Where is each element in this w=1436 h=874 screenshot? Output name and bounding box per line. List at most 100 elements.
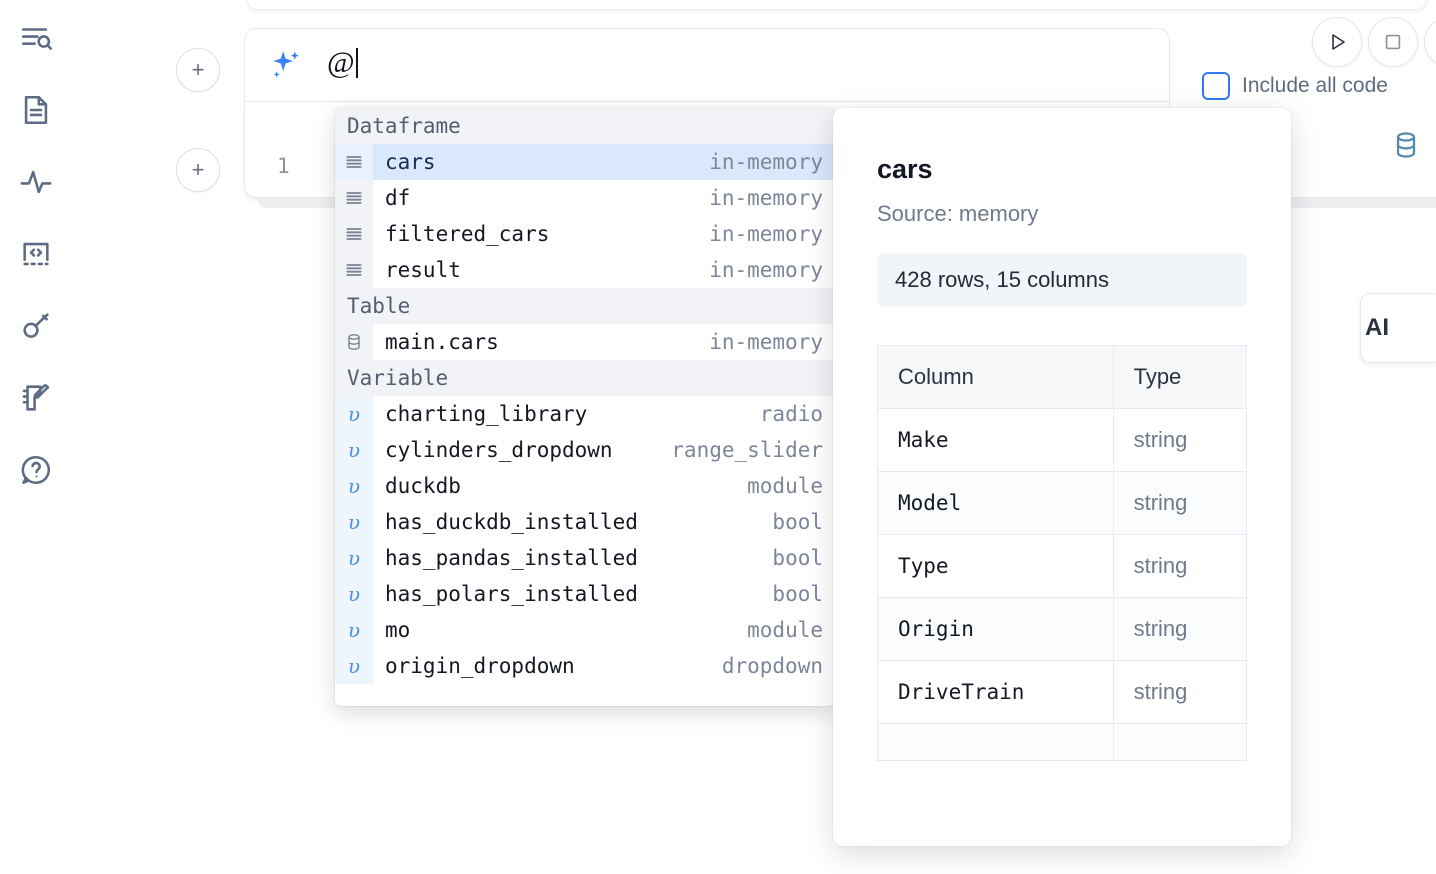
autocomplete-item-type: bool	[772, 510, 823, 534]
doc-column-type: string	[1112, 534, 1248, 598]
left-icon-rail	[0, 0, 72, 874]
plus-icon: +	[191, 57, 205, 82]
autocomplete-item-name: main.cars	[385, 330, 499, 354]
autocomplete-item[interactable]: df in-memory	[335, 180, 835, 216]
ai-prompt-input[interactable]: @	[327, 46, 358, 80]
help-icon[interactable]	[14, 448, 58, 492]
doc-column-type: string	[1112, 471, 1248, 535]
document-icon[interactable]	[14, 88, 58, 132]
dataframe-icon	[335, 144, 373, 180]
autocomplete-item-name: result	[385, 258, 461, 282]
ai-prompt-bar[interactable]: @	[244, 28, 1170, 102]
dataframe-icon	[335, 252, 373, 288]
autocomplete-group-header: Variable	[335, 360, 835, 396]
variable-icon: υ	[335, 432, 373, 468]
autocomplete-item-type: bool	[772, 582, 823, 606]
include-all-code-checkbox[interactable]	[1202, 72, 1230, 100]
variable-icon: υ	[335, 468, 373, 504]
variable-icon: υ	[335, 504, 373, 540]
completion-documentation-panel: cars Source: memory 428 rows, 15 columns…	[833, 108, 1291, 846]
autocomplete-group-header: Table	[335, 288, 835, 324]
dataframe-icon	[335, 216, 373, 252]
doc-column-type	[1112, 723, 1248, 761]
doc-shape-badge: 428 rows, 15 columns	[877, 253, 1247, 307]
activity-icon[interactable]	[14, 160, 58, 204]
text-caret	[355, 48, 358, 78]
doc-column-name	[877, 723, 1114, 761]
add-cell-button-bottom[interactable]: +	[176, 148, 220, 192]
autocomplete-item[interactable]: result in-memory	[335, 252, 835, 288]
autocomplete-item-type: in-memory	[709, 150, 823, 174]
plus-icon: +	[191, 157, 205, 182]
include-all-code-row[interactable]: Include all code	[1202, 72, 1388, 100]
autocomplete-item[interactable]: υ cylinders_dropdown range_slider	[335, 432, 835, 468]
autocomplete-item-name: cars	[385, 150, 436, 174]
cell-badges: M↓	[1391, 130, 1436, 165]
variable-icon: υ	[335, 540, 373, 576]
dataframe-icon	[335, 180, 373, 216]
run-button[interactable]	[1312, 17, 1362, 67]
autocomplete-item-type: module	[747, 474, 823, 498]
autocomplete-item-type: in-memory	[709, 186, 823, 210]
variable-icon: υ	[335, 396, 373, 432]
autocomplete-group-header: Dataframe	[335, 108, 835, 144]
sparkle-icon	[269, 48, 303, 82]
autocomplete-item[interactable]: filtered_cars in-memory	[335, 216, 835, 252]
doc-column-name: Type	[877, 534, 1114, 598]
table-icon	[335, 324, 373, 360]
doc-table-row-clipped	[877, 723, 1248, 761]
autocomplete-item[interactable]: cars in-memory	[335, 144, 835, 180]
autocomplete-item-name: cylinders_dropdown	[385, 438, 613, 462]
include-all-code-label: Include all code	[1242, 74, 1388, 97]
doc-column-type: string	[1112, 597, 1248, 661]
autocomplete-item-name: charting_library	[385, 402, 588, 426]
doc-column-name: Make	[877, 408, 1114, 472]
stop-button[interactable]	[1368, 17, 1418, 67]
key-icon[interactable]	[14, 304, 58, 348]
line-number: 1	[277, 154, 290, 178]
doc-table-header-cell: Type	[1112, 345, 1248, 409]
doc-column-type: string	[1112, 408, 1248, 472]
autocomplete-item-type: in-memory	[709, 222, 823, 246]
autocomplete-item-type: in-memory	[709, 330, 823, 354]
autocomplete-item-type: in-memory	[709, 258, 823, 282]
autocomplete-item[interactable]: main.cars in-memory	[335, 324, 835, 360]
doc-title: cars	[877, 154, 933, 184]
autocomplete-item-type: module	[747, 618, 823, 642]
variable-icon: υ	[335, 612, 373, 648]
autocomplete-item-name: filtered_cars	[385, 222, 550, 246]
with-ai-label: AI	[1365, 314, 1389, 341]
with-ai-button[interactable]: AI	[1360, 293, 1436, 363]
autocomplete-item[interactable]: υ has_pandas_installed bool	[335, 540, 835, 576]
autocomplete-item-type: bool	[772, 546, 823, 570]
doc-column-name: Origin	[877, 597, 1114, 661]
notebook-edit-icon[interactable]	[14, 376, 58, 420]
variable-icon: υ	[335, 576, 373, 612]
toolbar-button-overflow-1[interactable]	[1424, 17, 1436, 67]
doc-table-header-cell: Column	[877, 345, 1114, 409]
autocomplete-item-name: has_polars_installed	[385, 582, 638, 606]
code-icon[interactable]	[14, 232, 58, 276]
autocomplete-item[interactable]: υ has_polars_installed bool	[335, 576, 835, 612]
autocomplete-item-name: mo	[385, 618, 411, 642]
autocomplete-item-name: has_pandas_installed	[385, 546, 638, 570]
autocomplete-item-name: df	[385, 186, 411, 210]
doc-column-name: DriveTrain	[877, 660, 1114, 724]
add-cell-button-top[interactable]: +	[176, 48, 220, 92]
explore-icon[interactable]	[14, 16, 58, 60]
database-icon[interactable]	[1391, 130, 1421, 165]
autocomplete-item-type: range_slider	[671, 438, 823, 462]
